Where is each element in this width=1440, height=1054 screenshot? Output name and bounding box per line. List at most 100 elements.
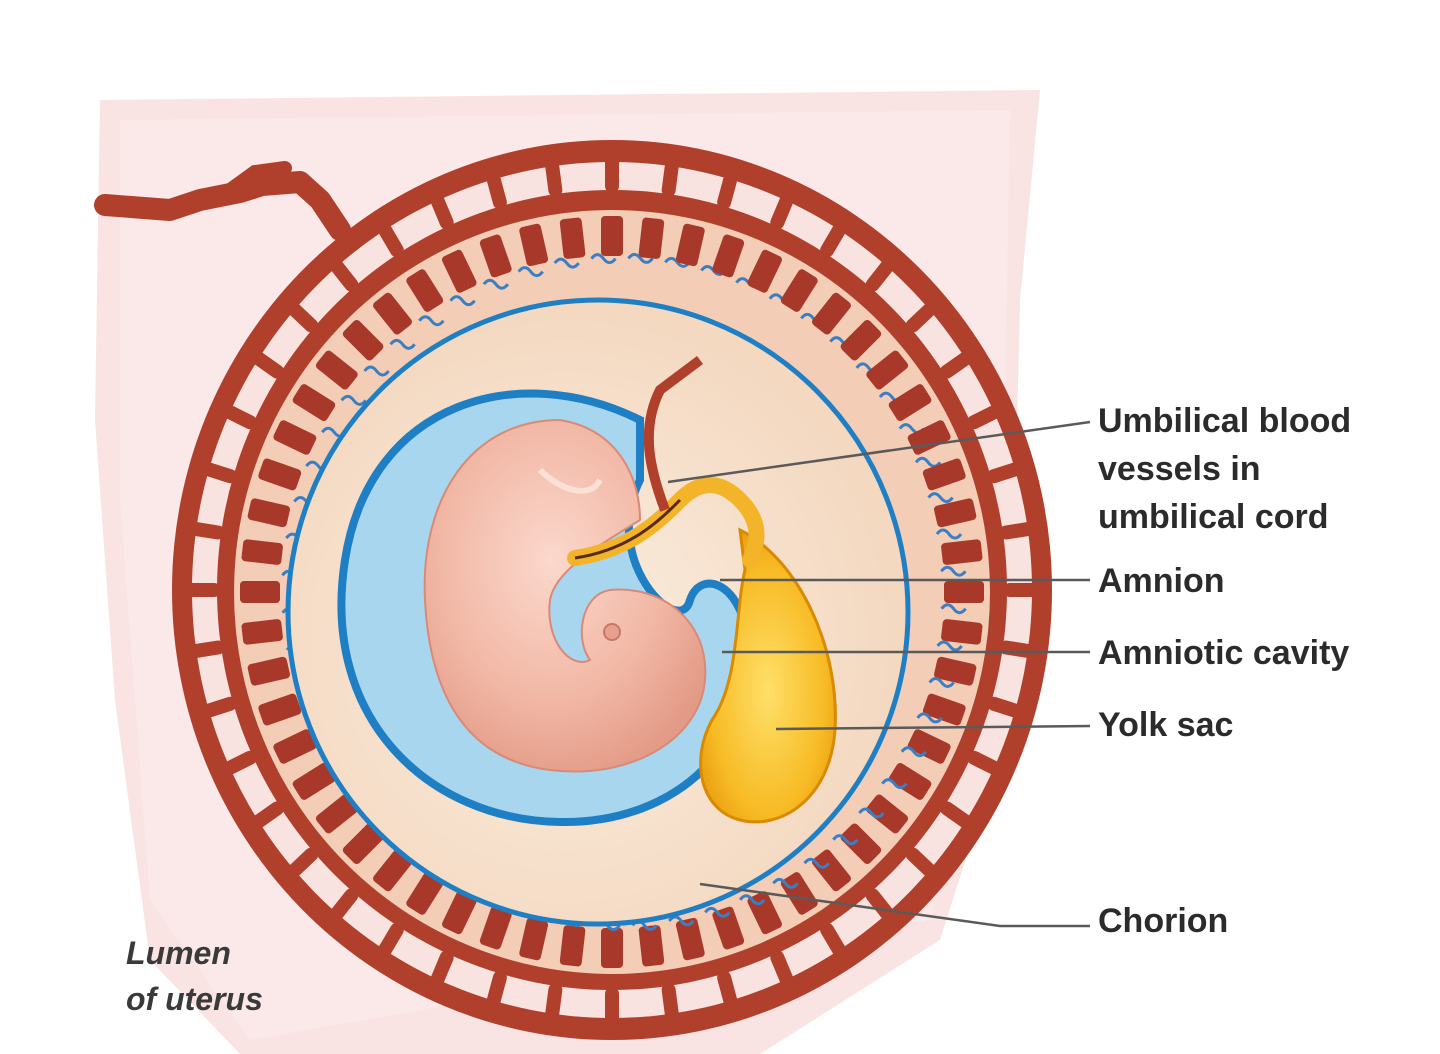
vessel-rung bbox=[486, 172, 507, 210]
villus-blotch bbox=[934, 498, 977, 528]
villus-blotch bbox=[601, 216, 623, 256]
villus-blotch bbox=[780, 269, 818, 312]
villus-blotch bbox=[292, 384, 336, 422]
vessel-rung bbox=[486, 970, 507, 1008]
villus-blotch bbox=[638, 217, 665, 259]
villus-capillary bbox=[389, 338, 416, 350]
villus-capillary bbox=[940, 603, 967, 615]
vessel-rung bbox=[287, 302, 319, 333]
vessel-rung bbox=[661, 982, 679, 1021]
villus-blotch bbox=[866, 350, 909, 390]
villus-capillary bbox=[927, 492, 954, 504]
vessel-rung bbox=[905, 847, 937, 878]
label-amnion: Amnion bbox=[1098, 562, 1225, 600]
vessel-rung bbox=[222, 405, 257, 430]
vessel-rung bbox=[377, 922, 404, 958]
vessel-rung bbox=[329, 259, 359, 292]
villus-capillary bbox=[482, 278, 510, 290]
vessel-rung bbox=[905, 302, 937, 333]
villus-blotch bbox=[442, 891, 477, 935]
vessel-rung bbox=[967, 750, 1002, 775]
villus-capillary bbox=[340, 394, 367, 406]
villus-blotch bbox=[559, 217, 586, 259]
vessel-rung bbox=[770, 950, 794, 987]
villus-blotch bbox=[941, 619, 983, 645]
entering-blood-vessel bbox=[94, 171, 351, 241]
villus-capillary bbox=[900, 746, 927, 758]
leader-lines bbox=[667, 420, 1091, 928]
villus-blotch bbox=[840, 320, 882, 361]
vessel-rung bbox=[545, 159, 563, 198]
villus-capillary bbox=[738, 894, 766, 906]
villus-blotch bbox=[258, 458, 302, 491]
villus-blotch bbox=[315, 350, 358, 390]
villus-blotch bbox=[780, 872, 818, 915]
villus-blotch bbox=[922, 693, 966, 726]
villus-blotch bbox=[258, 693, 302, 726]
villus-blotch bbox=[812, 292, 851, 335]
villus-capillary bbox=[553, 257, 580, 269]
chorion-membrane bbox=[285, 297, 911, 927]
villus-blotch bbox=[241, 539, 283, 565]
leader-yolk-sac bbox=[775, 724, 1091, 731]
villus-blotch bbox=[519, 223, 549, 267]
villus-blotch bbox=[406, 872, 444, 915]
villus-blotch bbox=[240, 581, 280, 603]
villus-blotch bbox=[866, 794, 909, 834]
villus-blotch bbox=[247, 656, 290, 686]
vessel-rung bbox=[251, 351, 285, 379]
vessel-rung bbox=[865, 259, 895, 292]
villus-capillary bbox=[928, 677, 955, 688]
vessel-rung bbox=[986, 462, 1022, 484]
villus-capillary bbox=[936, 640, 963, 652]
villus-blotch bbox=[342, 320, 384, 361]
villus-capillary bbox=[935, 528, 963, 540]
label-umbilical-line2: vessels in bbox=[1098, 450, 1261, 488]
vessel-rung bbox=[251, 801, 285, 829]
villus-blotch bbox=[373, 292, 412, 335]
label-umbilical-line1: Umbilical blood bbox=[1098, 402, 1352, 440]
vessel-rung bbox=[222, 750, 257, 775]
vessel-rung bbox=[189, 522, 226, 540]
villus-blotch bbox=[519, 917, 549, 961]
villus-blotch bbox=[273, 420, 317, 455]
villus-blotch bbox=[888, 384, 932, 422]
vessel-rung bbox=[430, 193, 454, 230]
vessel-rung bbox=[998, 640, 1035, 658]
villus-blotch bbox=[342, 823, 384, 864]
yolk-sac bbox=[699, 527, 837, 824]
villus-blotch bbox=[479, 906, 512, 950]
villus-blotch bbox=[559, 925, 586, 967]
villus-capillary bbox=[590, 253, 617, 265]
vessel-rung bbox=[661, 159, 679, 198]
villus-blotch bbox=[675, 917, 705, 961]
villus-capillary bbox=[668, 915, 695, 927]
vessel-rung bbox=[820, 222, 847, 258]
villus-capillary bbox=[363, 365, 390, 377]
vessel-rung bbox=[998, 522, 1035, 540]
villus-blotch bbox=[638, 925, 665, 967]
villus-capillary bbox=[664, 256, 691, 268]
label-yolk-sac: Yolk sac bbox=[1098, 706, 1234, 744]
villus-capillary bbox=[517, 266, 544, 278]
villus-capillary bbox=[803, 857, 830, 869]
vessel-rung bbox=[939, 351, 973, 379]
villus-blotch bbox=[888, 762, 932, 800]
villus-blotch bbox=[241, 619, 283, 645]
vessel-rung bbox=[377, 222, 404, 258]
villus-capillary bbox=[449, 295, 476, 307]
label-lumen-line2: of uterus bbox=[126, 981, 263, 1017]
villus-blotch bbox=[601, 928, 623, 968]
leader-umbilical bbox=[667, 420, 1091, 484]
label-lumen-line1: Lumen bbox=[126, 935, 231, 971]
villus-capillary bbox=[858, 807, 885, 819]
villus-blotch bbox=[712, 234, 745, 278]
villus-blotch bbox=[479, 234, 512, 278]
villus-blotch bbox=[675, 223, 705, 267]
vessel-rung bbox=[717, 970, 738, 1008]
villus-capillary bbox=[418, 315, 445, 327]
villus-blotch bbox=[941, 539, 983, 565]
villus-blotch bbox=[315, 794, 358, 834]
